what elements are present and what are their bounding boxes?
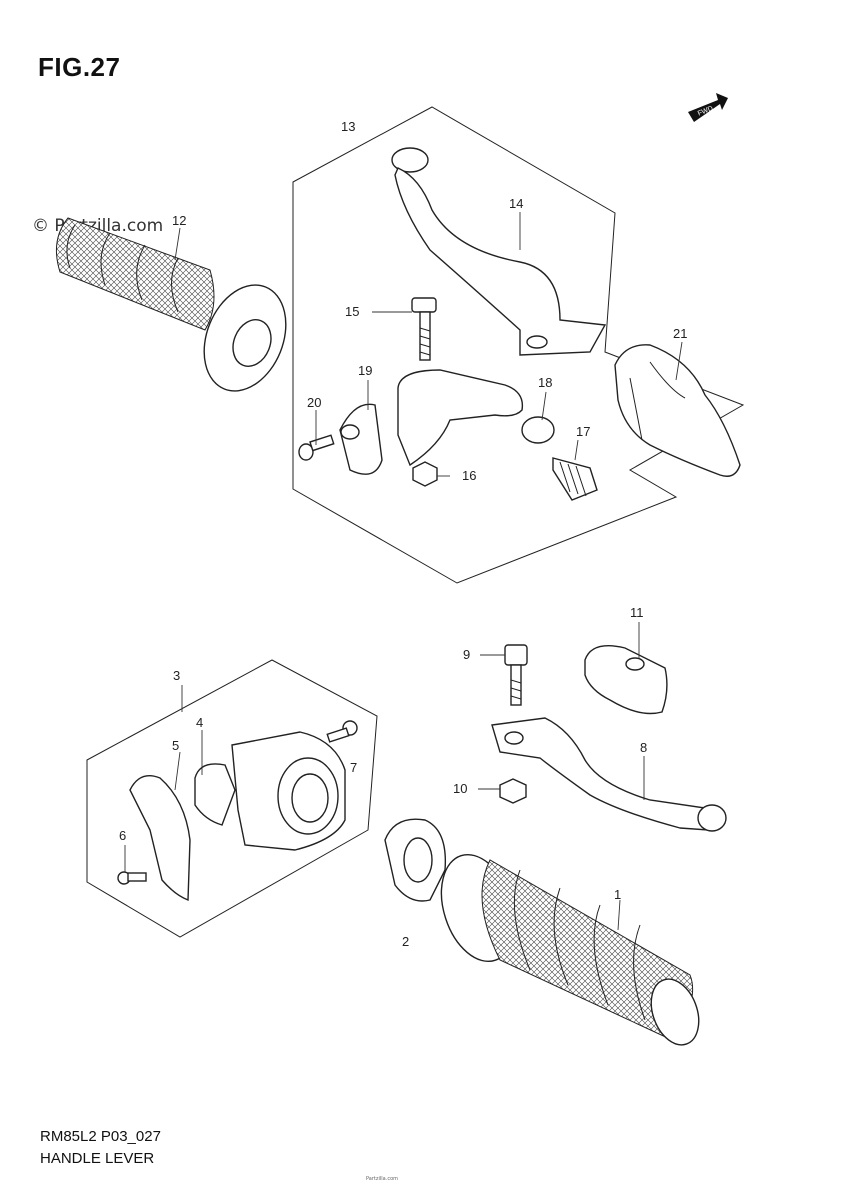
callout-21: 21: [673, 326, 687, 341]
group-box-13: [292, 106, 745, 584]
figure-title: FIG.27: [38, 52, 121, 82]
throttle-tube: [384, 818, 447, 902]
callout-12: 12: [172, 213, 186, 228]
callout-17: 17: [576, 424, 590, 439]
adjuster-17: [552, 457, 598, 501]
pivot-bolt-9: [504, 644, 528, 706]
callout-13: 13: [341, 119, 355, 134]
callout-2: 2: [402, 934, 409, 949]
forward-arrow-icon: FWD: [688, 93, 728, 122]
lever-boot: [614, 344, 741, 477]
throttle-housing: [231, 731, 346, 851]
fwd-label: FWD: [697, 105, 714, 117]
callout-1: 1: [614, 887, 621, 902]
lever-boot-11: [584, 645, 668, 715]
callout-7: 7: [350, 760, 357, 775]
callout-5: 5: [172, 738, 179, 753]
callout-3: 3: [173, 668, 180, 683]
callout-16: 16: [462, 468, 476, 483]
housing-screw: [326, 720, 358, 743]
screw-20: [298, 434, 335, 461]
callout-14: 14: [509, 196, 523, 211]
diagram-code: RM85L2 P03_027: [40, 1128, 161, 1145]
callout-15: 15: [345, 304, 359, 319]
diagram-name: HANDLE LEVER: [40, 1150, 155, 1167]
clutch-lever: [391, 147, 607, 356]
lever-bolt: [411, 297, 437, 361]
callout-10: 10: [453, 781, 467, 796]
callout-4: 4: [196, 715, 203, 730]
brake-lever: [491, 717, 727, 832]
throttle-pulley: [194, 763, 236, 826]
right-grip: [440, 853, 700, 1046]
cable-cover: [129, 775, 191, 902]
nut-16: [412, 461, 438, 487]
callout-19: 19: [358, 363, 372, 378]
callout-20: 20: [307, 395, 321, 410]
callout-11: 11: [630, 605, 644, 620]
left-grip: [55, 217, 287, 392]
callout-6: 6: [119, 828, 126, 843]
nut-10: [499, 778, 527, 804]
callout-9: 9: [463, 647, 470, 662]
group-box-3: [86, 659, 378, 938]
copyright-note: Partzilla.com: [366, 1176, 398, 1182]
lever-bracket: [339, 369, 524, 475]
callout-8: 8: [640, 740, 647, 755]
adjuster-nut-18: [521, 416, 555, 444]
callout-18: 18: [538, 375, 552, 390]
leader-lines: [124, 212, 683, 931]
cover-screw: [117, 871, 147, 885]
